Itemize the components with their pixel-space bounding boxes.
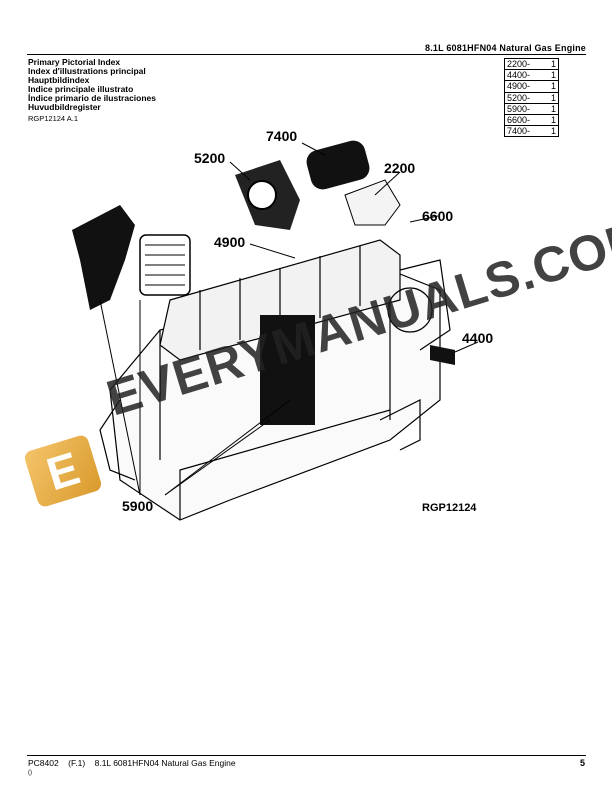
title-fr: Index d'illustrations principal [28,66,146,77]
callout-6600[interactable]: 6600 [422,208,454,224]
page-ref: 1 [550,70,556,81]
footer-text: PC8402 (F.1) 8.1L 6081HFN04 Natural Gas … [28,758,236,768]
footer-rule [27,755,586,756]
callout-7400[interactable]: 7400 [266,128,298,144]
index-row[interactable]: 7400- 1 [504,126,559,138]
title-sv: Huvudbildregister [28,102,101,113]
index-titles: Primary Pictorial Index Index d'illustra… [28,57,157,113]
page-ref: 1 [550,126,556,137]
component-2200 [344,179,401,226]
page-ref: 1 [550,92,556,103]
group-number: 6600- [507,114,531,125]
group-number: 5900- [507,103,531,114]
index-row[interactable]: 5900- 1 [504,103,559,115]
index-row[interactable]: 6600- 1 [504,114,559,127]
group-number: 2200- [507,59,531,69]
group-number: 7400- [507,126,531,137]
title-de: Hauptbildindex [28,75,90,86]
page-ref: 1 [550,81,556,92]
callout-2200[interactable]: 2200 [384,160,416,176]
title-es: Índice primario de ilustraciones [28,93,157,104]
group-number: 4900- [507,81,531,92]
index-row[interactable]: 2200- 1 [504,58,559,71]
group-number: 5200- [507,92,531,103]
index-row[interactable]: 4900- 1 [504,81,559,93]
page-ref: 1 [550,114,556,125]
footer-sub: () [28,770,32,776]
index-row[interactable]: 5200- 1 [504,92,559,104]
watermark-logo-letter: E [40,441,86,501]
title-en: Primary Pictorial Index [28,57,121,67]
page-ref: 1 [550,59,556,69]
component-4400 [430,345,455,365]
figure-id: RGP12124 [422,502,477,514]
header-title: 8.1L 6081HFN04 Natural Gas Engine [425,43,586,53]
group-number: 4400- [507,70,531,81]
component-5900 [260,315,315,425]
flywheel-housing [387,287,433,333]
index-row[interactable]: 4400- 1 [504,70,559,82]
title-it: Indice principale illustrato [28,84,134,95]
header-rule [27,54,586,55]
group-index-table: 2200- 1 4400- 1 4900- 1 5200- 1 5900- 1 6600-… [504,58,559,138]
reference-id: RGP12124 A.1 [28,114,79,123]
callout-4900[interactable]: 4900 [214,234,246,250]
component-7400 [306,140,370,190]
intake-part [72,205,135,310]
page-number: 5 [579,758,585,768]
callout-4400[interactable]: 4400 [462,330,494,346]
callout-5900[interactable]: 5900 [122,498,154,514]
page-ref: 1 [550,103,556,114]
callout-5200[interactable]: 5200 [194,150,226,166]
